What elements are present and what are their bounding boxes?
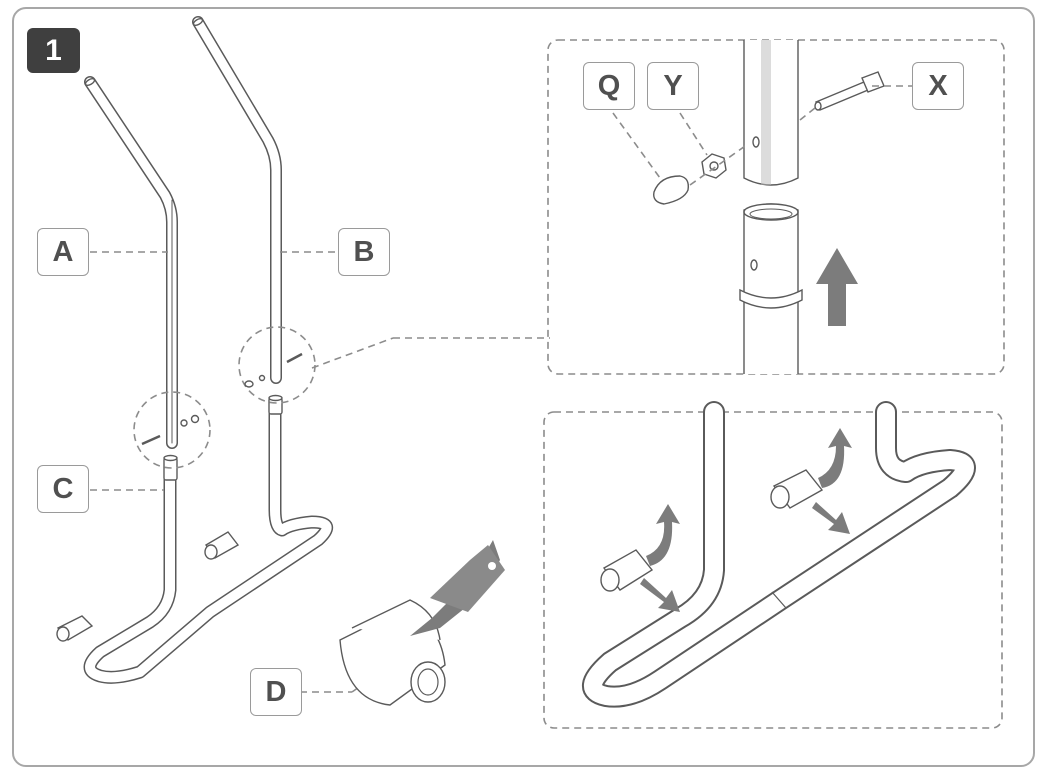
label-part-c: C	[37, 465, 89, 513]
detail-circle-upper	[238, 326, 316, 404]
detail-end-cap-1	[600, 549, 654, 592]
detail-lower-tube	[739, 203, 803, 374]
label-part-x: X	[912, 62, 964, 110]
cutter-tool	[410, 540, 505, 636]
label-part-q: Q	[583, 62, 635, 110]
bolt-x	[814, 71, 885, 111]
step-frame	[12, 7, 1035, 767]
detail-base-frame	[582, 401, 976, 708]
cap-nut-q	[653, 175, 690, 205]
detail-circle-lower	[133, 391, 211, 469]
label-part-d: D	[250, 668, 302, 716]
detail-end-cap-2	[770, 469, 824, 509]
end-cap-left-1	[56, 615, 94, 642]
end-cap-d	[339, 599, 446, 706]
label-part-b: B	[338, 228, 390, 276]
detail-upper-tube	[743, 40, 799, 186]
step-number-badge: 1	[27, 28, 80, 73]
nut-y	[701, 153, 727, 179]
end-cap-left-2	[204, 531, 240, 560]
up-arrow	[816, 248, 858, 326]
tube-b	[192, 16, 282, 384]
base-frame-c	[83, 394, 334, 684]
tube-a	[84, 76, 178, 449]
detail-panel-bottom	[543, 411, 1003, 729]
label-part-y: Y	[647, 62, 699, 110]
curved-arrows	[640, 428, 852, 612]
label-part-a: A	[37, 228, 89, 276]
